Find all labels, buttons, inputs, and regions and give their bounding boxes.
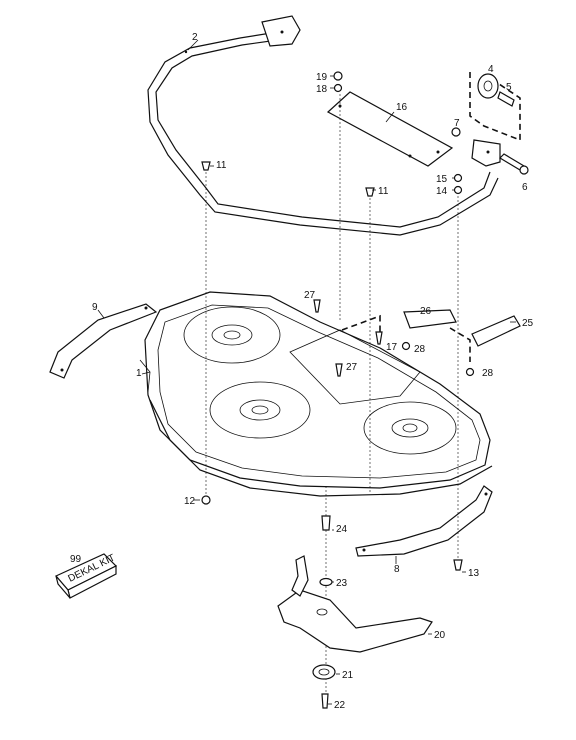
callout-26: 26 <box>420 306 432 317</box>
callout-22: 22 <box>334 700 346 711</box>
callout-1: 1 <box>136 368 142 379</box>
part-1-mower-deck <box>139 291 493 497</box>
callout-13: 13 <box>468 568 480 579</box>
callout-7: 7 <box>454 118 460 129</box>
callout-6: 6 <box>522 182 528 193</box>
callout-17: 17 <box>386 342 398 353</box>
callout-labels: 1 2 4 5 6 7 8 9 11 11 12 13 14 15 16 17 … <box>70 32 534 711</box>
callout-15: 15 <box>436 174 448 185</box>
part-2-hanger-bracket <box>147 15 501 236</box>
lower-assembly <box>201 495 463 709</box>
callout-18: 18 <box>316 84 328 95</box>
callout-24: 24 <box>336 524 348 535</box>
callout-20: 20 <box>434 630 446 641</box>
part-99-decal-kit: DEKAL KIT <box>55 553 118 599</box>
part-16-plate <box>326 91 454 167</box>
callout-14: 14 <box>436 186 448 197</box>
callout-28a: 28 <box>414 344 426 355</box>
part-4-5-wheel-assembly <box>469 72 521 142</box>
callout-11b: 11 <box>378 186 389 197</box>
part-8-baffle <box>355 485 493 557</box>
callout-9: 9 <box>92 302 98 313</box>
callout-23: 23 <box>336 578 348 589</box>
callout-99: 99 <box>70 554 82 565</box>
callout-4: 4 <box>488 64 494 75</box>
callout-21: 21 <box>342 670 354 681</box>
callout-28b: 28 <box>482 368 494 379</box>
callout-5: 5 <box>506 82 512 93</box>
callout-8: 8 <box>394 564 400 575</box>
part-9-baffle <box>49 303 158 379</box>
callout-27b: 27 <box>346 362 358 373</box>
callout-12: 12 <box>184 496 196 507</box>
callout-16: 16 <box>396 102 408 113</box>
callout-19: 19 <box>316 72 328 83</box>
part-25-26-brackets <box>313 299 521 377</box>
callout-11a: 11 <box>216 160 227 171</box>
hardware-small-parts <box>201 71 529 197</box>
callout-2: 2 <box>192 32 198 43</box>
callout-27a: 27 <box>304 290 316 301</box>
callout-25: 25 <box>522 318 534 329</box>
assembly-guide-lines <box>205 94 459 700</box>
callout-leaders <box>97 39 516 705</box>
